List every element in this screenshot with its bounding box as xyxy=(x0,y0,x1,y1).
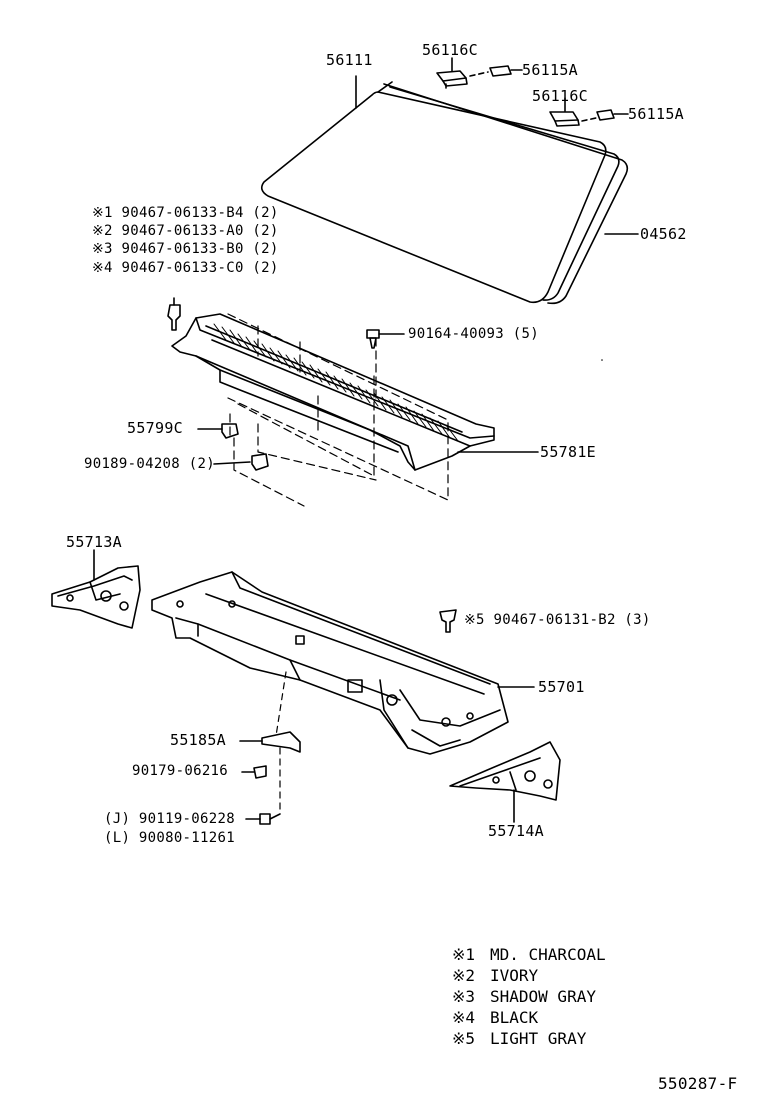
legend-text: BLACK xyxy=(490,1008,539,1027)
clip-56115a-right xyxy=(581,109,629,122)
bracket-55713a xyxy=(51,549,141,629)
screw-90164-40093 xyxy=(366,329,405,349)
label-90164-40093: 90164-40093 (5) xyxy=(408,326,539,342)
clip-90467-06133 xyxy=(167,297,181,331)
cowl-panel xyxy=(151,571,535,755)
label-90467-06131-b2: ※5 90467-06131-B2 (3) xyxy=(464,612,651,628)
label-55799c: 55799C xyxy=(127,419,183,437)
nut-90179-06216 xyxy=(241,765,267,779)
windshield-glass xyxy=(260,75,639,305)
legend-row: ※2 IVORY xyxy=(452,965,606,986)
label-56115a-right: 56115A xyxy=(628,105,684,123)
label-04562: 04562 xyxy=(640,225,687,243)
label-55713a: 55713A xyxy=(66,533,122,551)
label-clip-2: ※2 90467-06133-A0 (2) xyxy=(92,223,279,239)
clip-56115a-top xyxy=(469,65,523,77)
label-90080-11261: (L) 90080-11261 xyxy=(104,830,235,846)
cowl-top-panel xyxy=(171,313,539,507)
legend-mark: ※1 xyxy=(452,945,476,964)
label-55701: 55701 xyxy=(538,678,585,696)
legend-text: SHADOW GRAY xyxy=(490,987,596,1006)
legend-mark: ※3 xyxy=(452,987,476,1006)
legend-row: ※3 SHADOW GRAY xyxy=(452,986,606,1007)
label-56111: 56111 xyxy=(326,51,373,69)
clip-56116c-right xyxy=(549,97,580,127)
bracket-55714a xyxy=(449,741,561,823)
label-clip-3: ※3 90467-06133-B0 (2) xyxy=(92,241,279,257)
label-90119-06228: (J) 90119-06228 xyxy=(104,811,235,827)
legend-mark: ※4 xyxy=(452,1008,476,1027)
label-55185a: 55185A xyxy=(170,731,226,749)
diagram-code: 550287-F xyxy=(658,1074,738,1093)
label-56115a-top: 56115A xyxy=(522,61,578,79)
legend-text: LIGHT GRAY xyxy=(490,1029,587,1048)
label-clip-1: ※1 90467-06133-B4 (2) xyxy=(92,205,279,221)
label-55781e: 55781E xyxy=(540,443,596,461)
legend-mark: ※2 xyxy=(452,966,476,985)
bracket-55185a xyxy=(239,671,301,813)
label-56116c-top: 56116C xyxy=(422,41,478,59)
color-legend: ※1 MD. CHARCOAL ※2 IVORY ※3 SHADOW GRAY ※4 B… xyxy=(452,944,606,1049)
clip-55799c xyxy=(197,423,239,439)
legend-text: IVORY xyxy=(490,966,539,985)
label-clip-4: ※4 90467-06133-C0 (2) xyxy=(92,260,279,276)
label-56116c-right: 56116C xyxy=(532,87,588,105)
clip-56116c-top xyxy=(436,57,468,89)
label-55714a: 55714A xyxy=(488,822,544,840)
bolt-90119-06228 xyxy=(245,813,281,825)
legend-mark: ※5 xyxy=(452,1029,476,1048)
legend-text: MD. CHARCOAL xyxy=(490,945,606,964)
dot-mark xyxy=(601,359,603,361)
label-90179-06216: 90179-06216 xyxy=(132,763,229,779)
clip-90467-06131 xyxy=(439,609,457,633)
legend-row: ※4 BLACK xyxy=(452,1007,606,1028)
nut-90189-04208 xyxy=(213,453,269,471)
label-90189-04208: 90189-04208 (2) xyxy=(84,456,215,472)
legend-row: ※1 MD. CHARCOAL xyxy=(452,944,606,965)
legend-row: ※5 LIGHT GRAY xyxy=(452,1028,606,1049)
